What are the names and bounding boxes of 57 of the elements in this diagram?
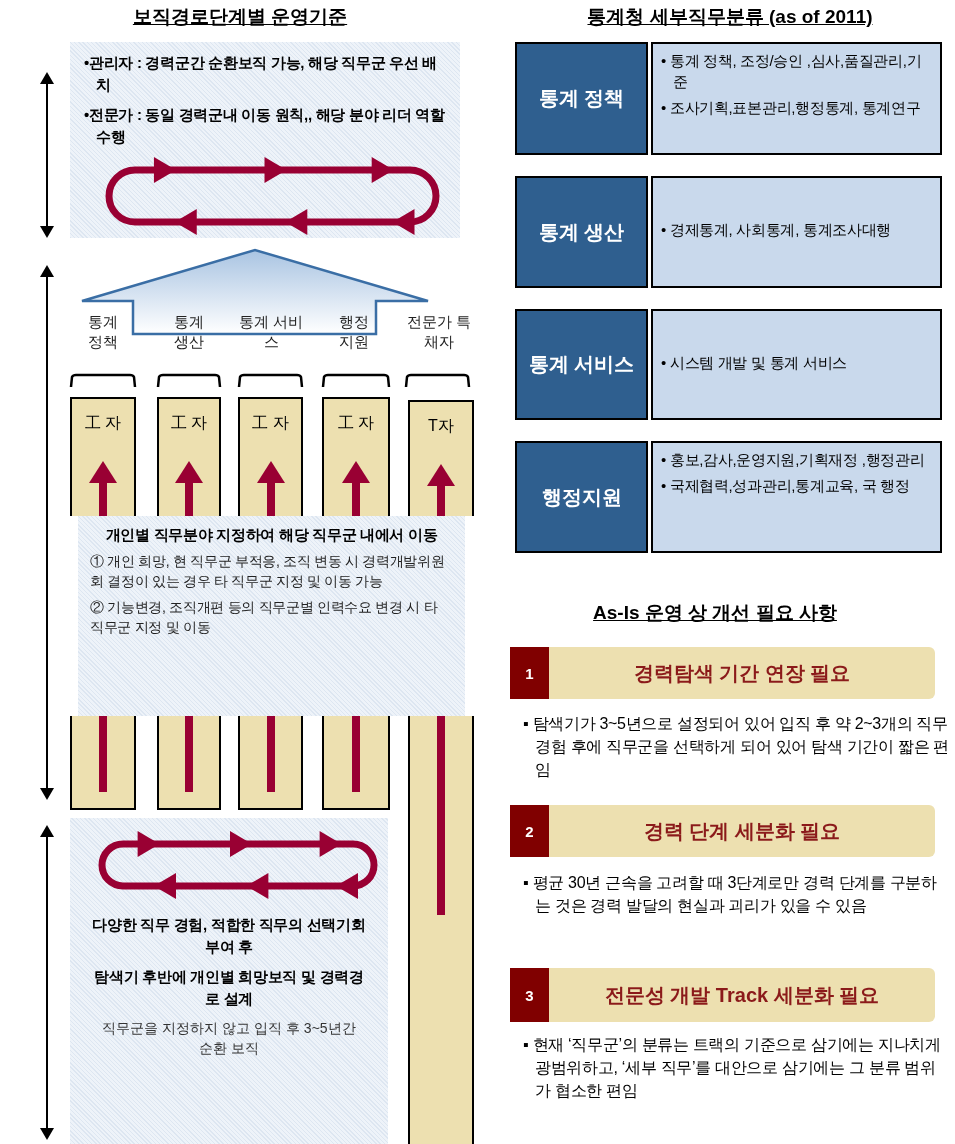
bullet-text: • 홍보,감사,운영지원,기획재정 ,행정관리 bbox=[661, 450, 926, 470]
number-badge: 3 bbox=[510, 968, 549, 1022]
detail-box bbox=[651, 42, 942, 155]
column-label: 工 자 bbox=[336, 413, 376, 433]
category-box: 통계 서비스 bbox=[515, 309, 648, 420]
bullet-text: ▪ 평균 30년 근속을 고려할 때 3단계로만 경력 단계를 구분하는 것은 경력 발달의 현실과 괴리가 있을 수 있음 bbox=[523, 873, 938, 916]
group-label: 통계 서비스 bbox=[238, 312, 304, 352]
panel-text: ① 개인 희망, 현 직무군 부적응, 조직 변동 시 경력개발위원회 결정이 있는 경우 타 직무군 지정 및 이동 가능 bbox=[90, 552, 446, 591]
column-bar bbox=[238, 716, 303, 810]
column-bar bbox=[157, 716, 221, 810]
title: 보직경로단계별 운영기준 bbox=[131, 5, 349, 29]
bullet-text: • 통계 정책, 조정/승인 ,심사,품질관리,기준 bbox=[661, 51, 923, 92]
category-box: 통계 생산 bbox=[515, 176, 648, 288]
panel-heading: 탐색기 후반에 개인별 희망보직 및 경력경로 설계 bbox=[93, 967, 365, 1009]
panel-text: ② 기능변경, 조직개편 등의 직무군별 인력수요 변경 시 타 직무군 지정 및 이동 bbox=[90, 598, 439, 637]
heading-bar: 전문성 개발 Track 세분화 필요 bbox=[549, 968, 935, 1022]
panel-heading: 개인별 직무분야 지정하여 해당 직무군 내에서 이동 bbox=[104, 525, 439, 545]
bullet-text: • 조사기획,표본관리,행정통계, 통계연구 bbox=[661, 98, 922, 118]
section-heading: 통계청 세부직무분류 (as of 2011) bbox=[586, 5, 874, 29]
column-bar bbox=[157, 397, 221, 516]
panel-text: 직무군을 지정하지 않고 입직 후 3~5년간 순환 보직 bbox=[101, 1019, 357, 1058]
detail-box bbox=[651, 176, 942, 288]
group-label: 통계 생산 bbox=[173, 312, 205, 352]
column-label: 工 자 bbox=[251, 413, 290, 433]
heading-bar: 경력탐색 기간 연장 필요 bbox=[549, 647, 935, 699]
bullet-text: ▪ 현재 ‘직무군’의 분류는 트랙의 기준으로 삼기에는 지나치게 광범위하고, ‘세부 직무’를 대안으로 삼기에는 그 분류 범위가 협소한 편임 bbox=[523, 1035, 942, 1101]
top-panel bbox=[70, 42, 460, 238]
group-label: 전문가 특채자 bbox=[406, 312, 472, 352]
section-heading: As-Is 운영 상 개선 필요 사항 bbox=[592, 601, 838, 625]
category-box: 행정지원 bbox=[515, 441, 648, 553]
bullet-text: ▪ 탐색기가 3~5년으로 설정되어 있어 입직 후 약 2~3개의 직무 경험 후에 직무군을 선택하게 되어 있어 탐색 기간이 짧은 편임 bbox=[523, 714, 951, 780]
bullet-text: •전문가 : 동일 경력군내 이동 원칙,, 해당 분야 리더 역할 수행 bbox=[84, 105, 446, 147]
group-label: 행정 지원 bbox=[338, 312, 370, 352]
panel-heading: 다양한 직무 경험, 적합한 직무의 선택기회 부여 후 bbox=[91, 915, 367, 957]
bullet-text: •관리자 : 경력군간 순환보직 가능, 해당 직무군 우선 배치 bbox=[84, 53, 439, 95]
bullet-text: • 경제통계, 사회통계, 통계조사대행 bbox=[661, 220, 893, 240]
bullet-text: • 시스템 개발 및 통계 서비스 bbox=[661, 352, 848, 373]
group-label: 통계 정책 bbox=[87, 312, 119, 352]
bottom-panel bbox=[70, 818, 388, 1144]
column-bar bbox=[408, 400, 474, 516]
column-label: T자 bbox=[427, 416, 455, 436]
number-badge: 2 bbox=[510, 805, 549, 857]
column-bar bbox=[322, 716, 390, 810]
column-bar bbox=[322, 397, 390, 516]
column-bar bbox=[408, 716, 474, 1144]
number-badge: 1 bbox=[510, 647, 549, 699]
info-tooltip bbox=[78, 516, 465, 716]
column-label: 工 자 bbox=[169, 413, 209, 433]
detail-box bbox=[651, 309, 942, 420]
detail-box bbox=[651, 441, 942, 553]
column-bar bbox=[238, 397, 303, 516]
column-label: 工 자 bbox=[83, 413, 123, 433]
column-bar bbox=[70, 716, 136, 810]
column-bar bbox=[70, 397, 136, 516]
heading-bar: 경력 단계 세분화 필요 bbox=[549, 805, 935, 857]
category-box: 통계 정책 bbox=[515, 42, 648, 155]
bullet-text: • 국제협력,성과관리,통계교육, 국 행정 bbox=[661, 476, 911, 496]
